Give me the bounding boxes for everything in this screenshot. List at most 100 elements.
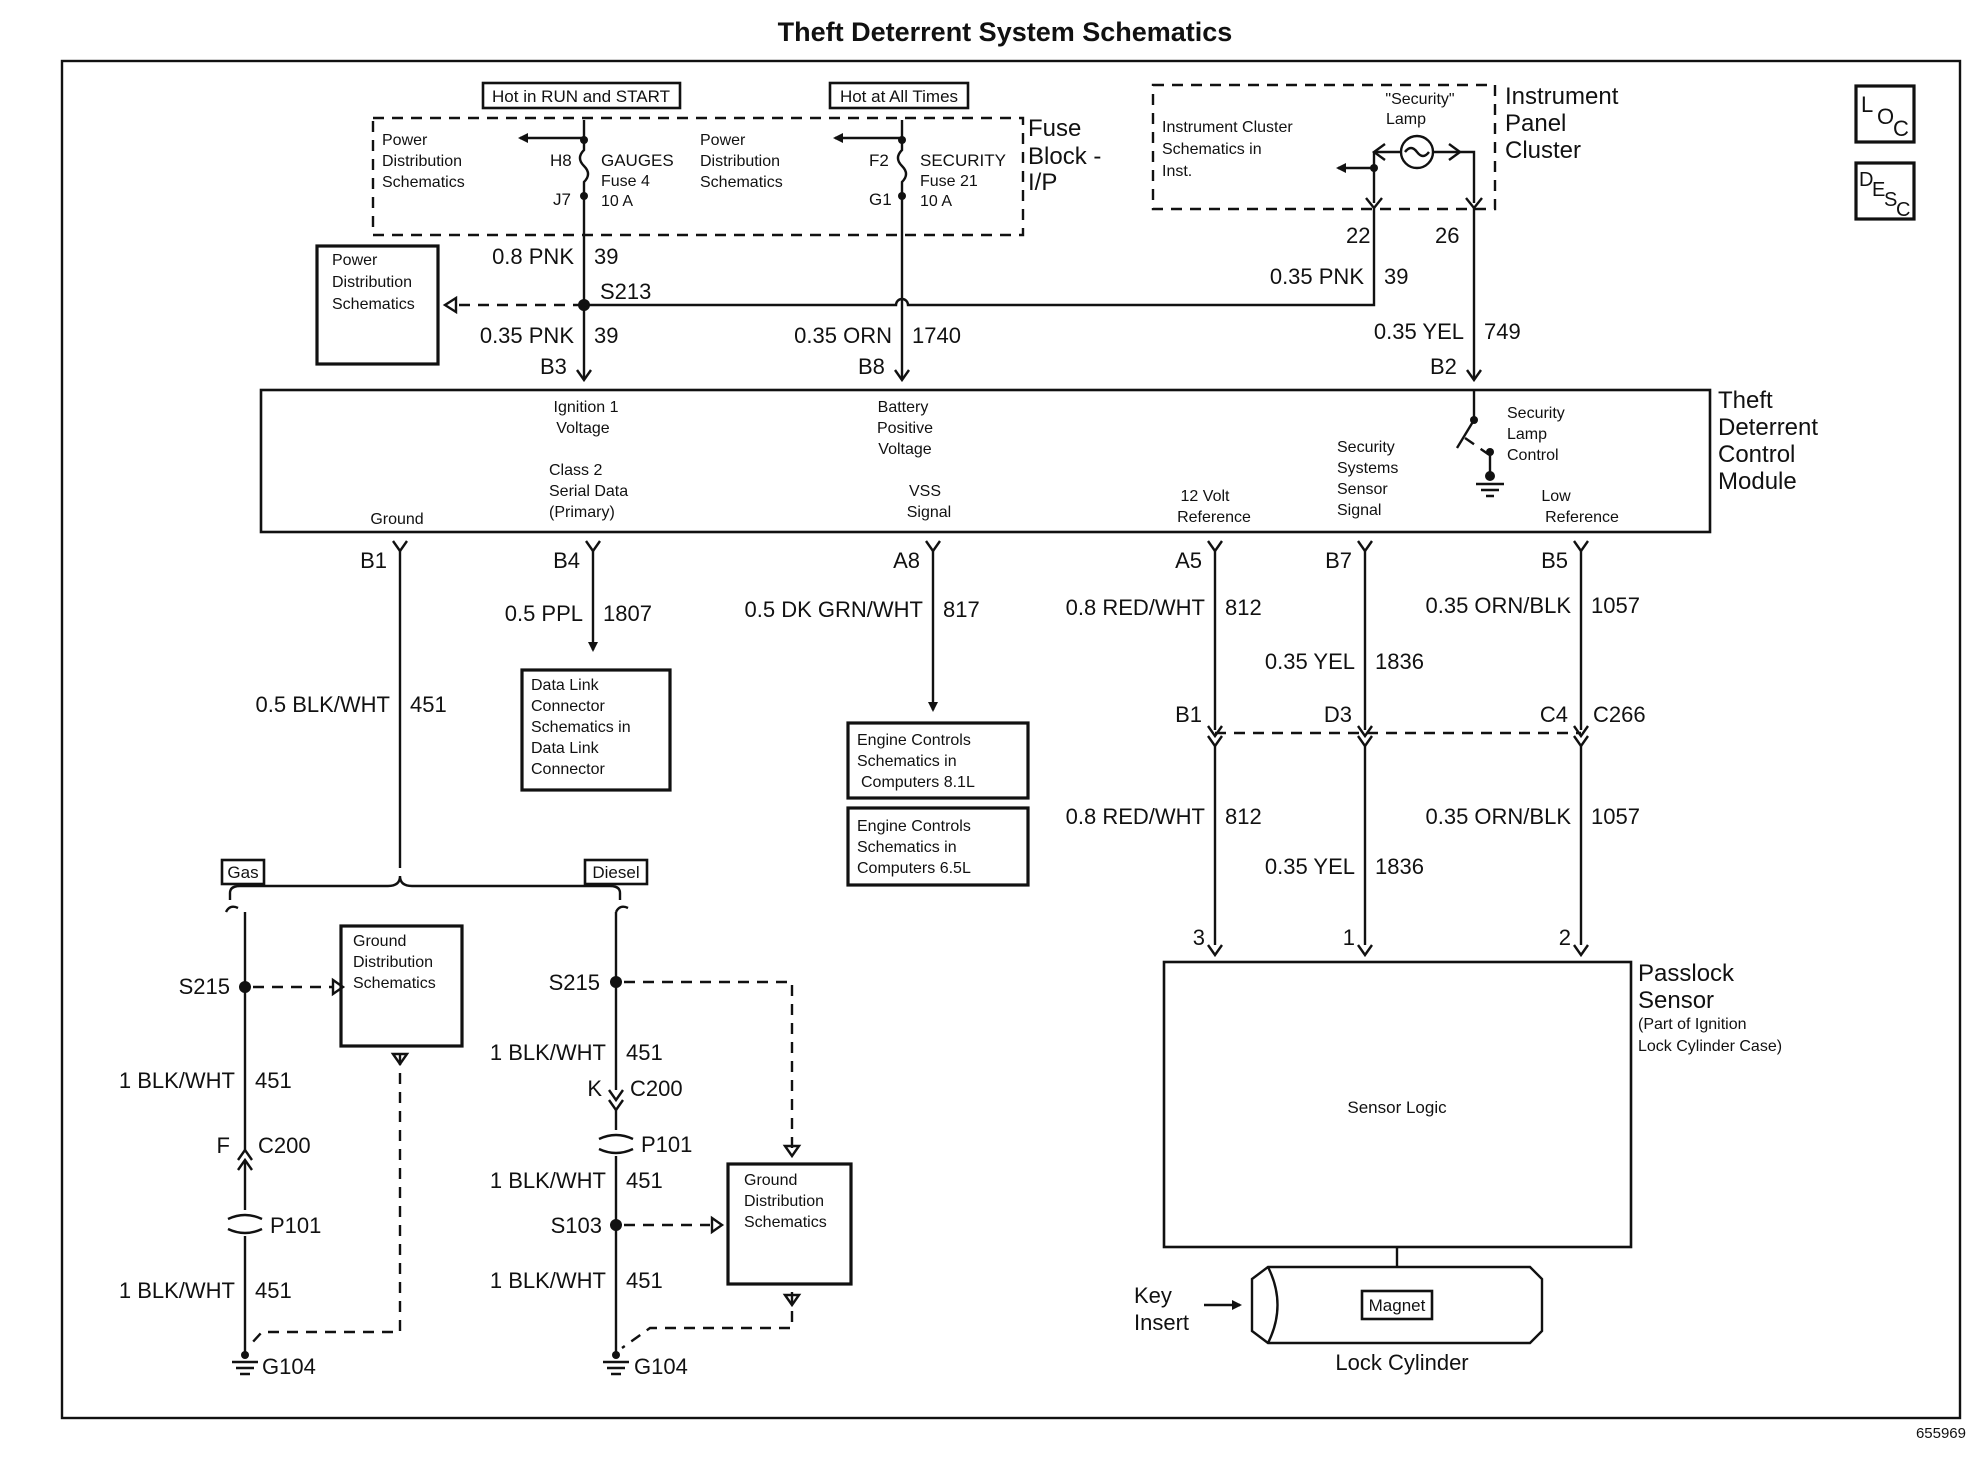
lamp-control-switch bbox=[1455, 390, 1504, 498]
svg-text:1807: 1807 bbox=[603, 601, 652, 626]
diesel-label: Diesel bbox=[583, 858, 649, 886]
svg-text:Cluster: Cluster bbox=[1505, 137, 1581, 164]
module-pin-b2: B2 bbox=[1430, 354, 1457, 379]
svg-text:B7: B7 bbox=[1325, 548, 1352, 573]
svg-text:10 A: 10 A bbox=[601, 193, 633, 210]
gas-connector-c200: C200 bbox=[258, 1133, 311, 1158]
svg-text:G1: G1 bbox=[869, 190, 892, 209]
svg-text:Fuse 4: Fuse 4 bbox=[601, 173, 650, 190]
instrument-cluster-ref: Instrument Cluster Schematics in Inst. bbox=[1162, 119, 1293, 180]
svg-text:0.8 RED/WHT: 0.8 RED/WHT bbox=[1066, 804, 1205, 829]
svg-text:B1: B1 bbox=[360, 548, 387, 573]
svg-text:B1: B1 bbox=[1175, 702, 1202, 727]
svg-text:Voltage: Voltage bbox=[556, 420, 609, 437]
svg-text:GAUGES: GAUGES bbox=[601, 151, 674, 170]
svg-text:1 BLK/WHT: 1 BLK/WHT bbox=[119, 1278, 235, 1303]
passlock-name: Passlock Sensor (Part of Ignition Lock C… bbox=[1638, 960, 1782, 1055]
svg-text:B4: B4 bbox=[553, 548, 580, 573]
svg-text:Distribution: Distribution bbox=[332, 274, 412, 291]
svg-text:E: E bbox=[1872, 179, 1885, 201]
gas-ground-g104: G104 bbox=[262, 1354, 316, 1379]
svg-text:Security: Security bbox=[1507, 405, 1565, 422]
svg-text:Data Link: Data Link bbox=[531, 677, 600, 694]
diesel-connector-c200: C200 bbox=[630, 1076, 683, 1101]
svg-text:451: 451 bbox=[255, 1068, 292, 1093]
svg-text:Systems: Systems bbox=[1337, 460, 1398, 477]
svg-text:Power: Power bbox=[332, 252, 378, 269]
diesel-wire-2: 1 BLK/WHT 451 bbox=[490, 1168, 663, 1193]
svg-text:0.8 RED/WHT: 0.8 RED/WHT bbox=[1066, 595, 1205, 620]
module-labels: Ignition 1 Voltage Battery Positive Volt… bbox=[370, 399, 1619, 528]
svg-text:Data Link: Data Link bbox=[531, 740, 600, 757]
svg-text:D3: D3 bbox=[1324, 702, 1352, 727]
diagram-frame bbox=[60, 59, 1962, 1420]
svg-text:Ground: Ground bbox=[353, 933, 406, 950]
fuse-block-name: Fuse Block - I/P bbox=[1028, 115, 1101, 196]
gas-wire-1: 1 BLK/WHT 451 bbox=[119, 1068, 292, 1093]
svg-text:1836: 1836 bbox=[1375, 649, 1424, 674]
svg-text:0.35 ORN: 0.35 ORN bbox=[794, 323, 892, 348]
wire-0.35-yel-1836-lower: 0.35 YEL 1836 bbox=[1265, 854, 1424, 879]
key-insert: Key Insert bbox=[1134, 1283, 1242, 1335]
wire-0.5-blk-wht-451: 0.5 BLK/WHT 451 bbox=[256, 692, 447, 717]
page-title: Theft Deterrent System Schematics bbox=[778, 17, 1233, 47]
diesel-connector-pin-k: K bbox=[587, 1076, 602, 1101]
lock-cylinder: Magnet Lock Cylinder bbox=[1250, 1265, 1544, 1375]
svg-text:812: 812 bbox=[1225, 804, 1262, 829]
module-name: Theft Deterrent Control Module bbox=[1718, 387, 1818, 495]
gauges-fuse: H8 J7 GAUGES Fuse 4 10 A bbox=[518, 120, 674, 210]
svg-text:Reference: Reference bbox=[1177, 509, 1251, 526]
svg-text:Hot at All Times: Hot at All Times bbox=[840, 87, 958, 106]
svg-text:1 BLK/WHT: 1 BLK/WHT bbox=[490, 1040, 606, 1065]
svg-text:C: C bbox=[1893, 116, 1909, 141]
svg-text:0.35 ORN/BLK: 0.35 ORN/BLK bbox=[1425, 593, 1571, 618]
cluster-pin-22: 22 bbox=[1346, 223, 1370, 248]
gas-wire-2: 1 BLK/WHT 451 bbox=[119, 1278, 292, 1303]
security-lamp: "Security" Lamp bbox=[1336, 91, 1483, 210]
ground-distribution-box-diesel: Ground Distribution Schematics bbox=[726, 1162, 853, 1286]
pds-ref-right: Power Distribution Schematics bbox=[700, 132, 783, 191]
svg-text:Schematics in: Schematics in bbox=[531, 719, 631, 736]
svg-text:Serial Data: Serial Data bbox=[549, 483, 628, 500]
svg-text:Lamp: Lamp bbox=[1386, 111, 1426, 128]
security-fuse: F2 G1 SECURITY Fuse 21 10 A bbox=[833, 120, 1006, 210]
svg-text:Computers 6.5L: Computers 6.5L bbox=[857, 860, 971, 877]
svg-text:451: 451 bbox=[626, 1268, 663, 1293]
svg-text:Deterrent: Deterrent bbox=[1718, 414, 1818, 441]
svg-text:S: S bbox=[1884, 189, 1897, 211]
svg-text:Instrument: Instrument bbox=[1505, 83, 1619, 110]
engine-controls-6.5l-box: Engine Controls Schematics in Computers … bbox=[846, 806, 1030, 887]
svg-text:Key: Key bbox=[1134, 1283, 1172, 1308]
svg-text:Signal: Signal bbox=[1337, 502, 1381, 519]
svg-text:1: 1 bbox=[1343, 925, 1355, 950]
sensor-logic-label: Sensor Logic bbox=[1347, 1098, 1447, 1117]
svg-text:39: 39 bbox=[594, 323, 618, 348]
svg-text:A8: A8 bbox=[893, 548, 920, 573]
svg-text:39: 39 bbox=[1384, 264, 1408, 289]
svg-text:C266: C266 bbox=[1593, 702, 1646, 727]
diesel-ground-g104: G104 bbox=[634, 1354, 688, 1379]
svg-text:Sensor: Sensor bbox=[1337, 481, 1388, 498]
wire-0.35-pnk-39-module: 0.35 PNK 39 bbox=[480, 323, 619, 348]
svg-text:Computers 8.1L: Computers 8.1L bbox=[861, 774, 975, 791]
svg-text:Positive: Positive bbox=[877, 420, 933, 437]
svg-text:H8: H8 bbox=[550, 151, 572, 170]
svg-text:1 BLK/WHT: 1 BLK/WHT bbox=[119, 1068, 235, 1093]
svg-text:Inst.: Inst. bbox=[1162, 163, 1192, 180]
passlock-pins: 3 1 2 bbox=[1193, 925, 1571, 950]
gas-label: Gas bbox=[220, 858, 266, 886]
svg-text:D: D bbox=[1859, 169, 1873, 191]
svg-text:Schematics in: Schematics in bbox=[857, 753, 957, 770]
wire-0.35-orn-blk-1057-lower: 0.35 ORN/BLK 1057 bbox=[1425, 804, 1639, 829]
svg-text:Schematics: Schematics bbox=[382, 174, 465, 191]
instrument-cluster-enclosure bbox=[1151, 83, 1497, 211]
svg-text:Reference: Reference bbox=[1545, 509, 1619, 526]
splice-s213: S213 bbox=[600, 279, 651, 304]
svg-text:10 A: 10 A bbox=[920, 193, 952, 210]
wire-0.8-pnk-39: 0.8 PNK 39 bbox=[492, 244, 618, 269]
svg-text:0.5 DK GRN/WHT: 0.5 DK GRN/WHT bbox=[745, 597, 923, 622]
cluster-pin-26: 26 bbox=[1435, 223, 1459, 248]
power-distribution-box: Power Distribution Schematics bbox=[315, 244, 440, 366]
